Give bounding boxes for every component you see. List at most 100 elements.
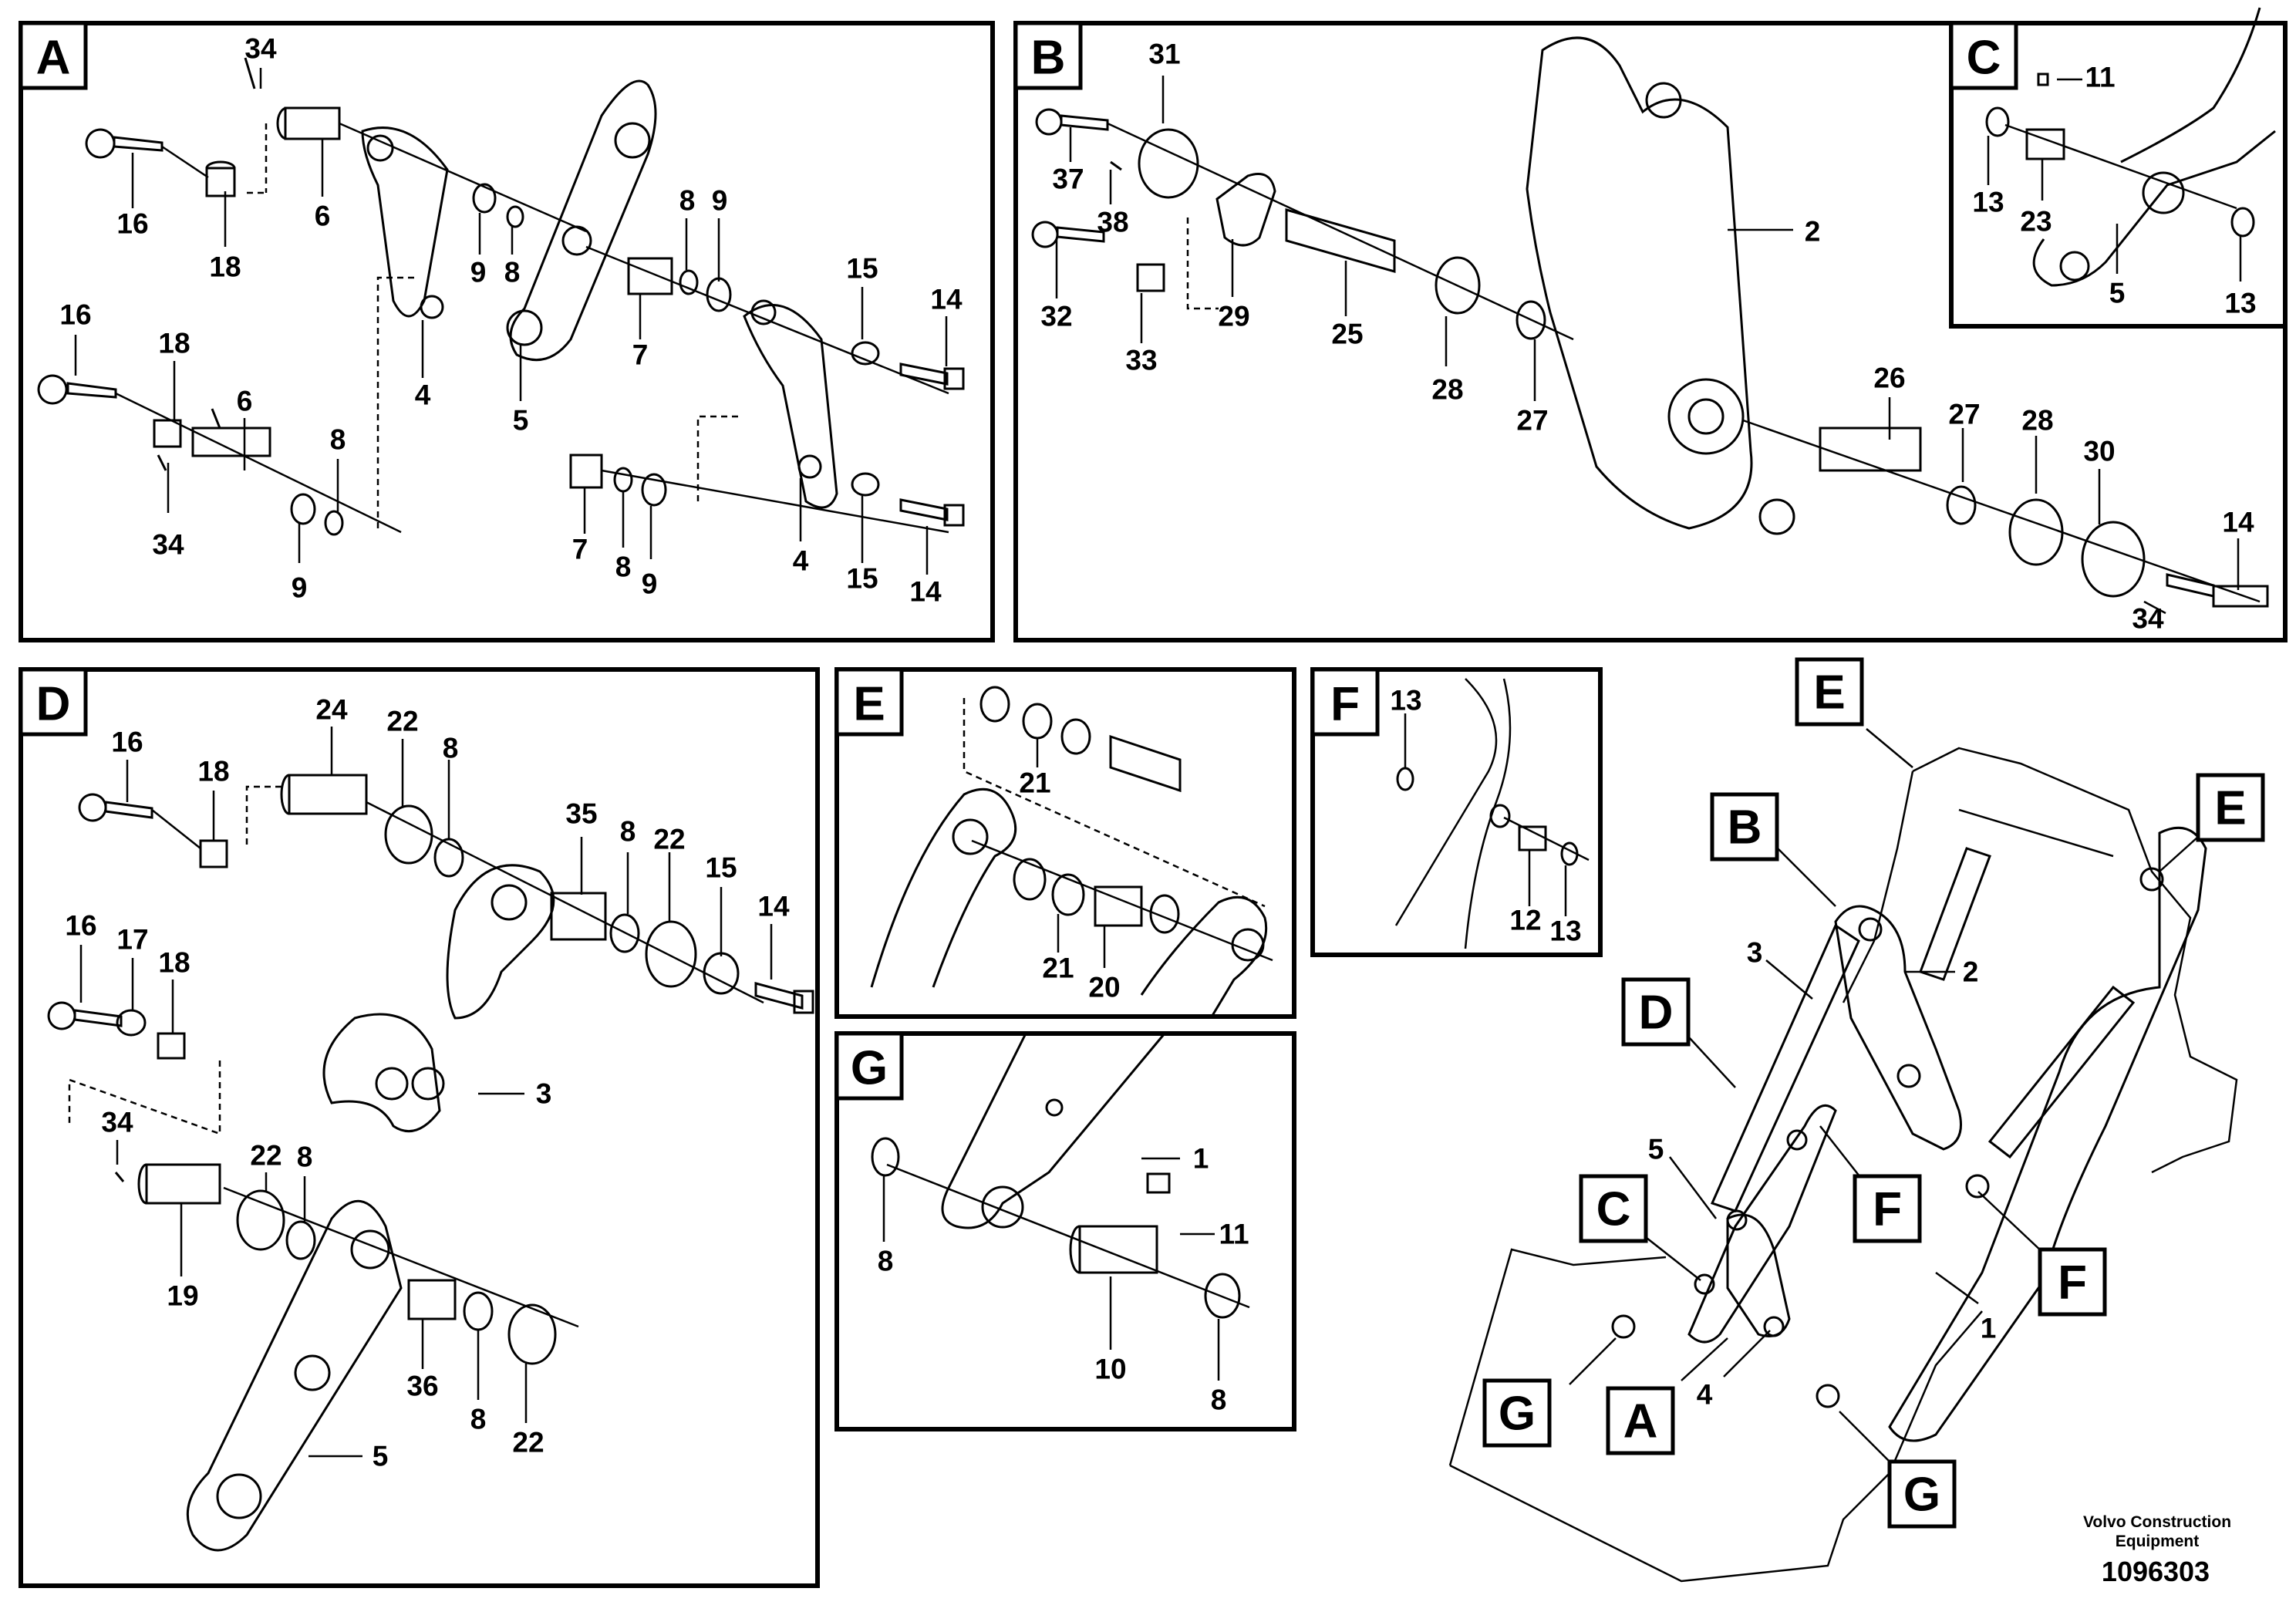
overview-tag-a: A: [1623, 1395, 1658, 1448]
cotter-34-upper: [244, 57, 256, 89]
ring-8-lower2: [613, 467, 633, 493]
bolt-14-upper: [899, 363, 965, 390]
callout-a-14: 14: [930, 284, 963, 315]
cotter-34-lower: [157, 454, 167, 471]
bolt-14-b: [2212, 585, 2269, 608]
panel-d: D: [19, 667, 820, 1588]
pin-26: [1819, 427, 1922, 472]
panel-f-tag: F: [1330, 678, 1360, 731]
callout-d-34: 34: [101, 1107, 133, 1138]
link-4-lower: [743, 304, 838, 509]
callout-e-21b: 21: [1042, 953, 1074, 984]
callout-b-33: 33: [1125, 345, 1157, 376]
callout-a-9c: 9: [292, 572, 308, 604]
tilt-cylinder: [1919, 847, 1991, 981]
callout-d-18b: 18: [158, 947, 190, 979]
washer-9-upper: [472, 183, 497, 214]
overview-callout-3: 3: [1747, 937, 1763, 969]
callout-f-13: 13: [1390, 685, 1421, 717]
callout-c-23: 23: [2020, 206, 2052, 238]
washer-17: [116, 1009, 147, 1037]
panel-d-tag: D: [36, 678, 71, 731]
callout-g-10: 10: [1094, 1354, 1126, 1385]
arm-1-g: [941, 1033, 1166, 1229]
ring-21-top: [1022, 703, 1053, 740]
ring-e-mid1: [1013, 858, 1047, 901]
bushing-20: [1094, 885, 1143, 927]
bolt-16-upper: [85, 128, 164, 159]
callout-b-29: 29: [1218, 301, 1249, 332]
pin-19: [137, 1163, 221, 1205]
callout-e-20: 20: [1088, 972, 1120, 1003]
overview-tag-f-right: F: [2058, 1256, 2087, 1310]
overview-tag-d: D: [1639, 986, 1674, 1040]
callout-d-8c: 8: [297, 1141, 313, 1173]
callout-g-11: 11: [1219, 1219, 1249, 1250]
lever-5-c: [2032, 7, 2276, 287]
ring-28-upper: [1435, 256, 1481, 315]
bucket-pivot: [1611, 1314, 1636, 1339]
overview-callout-4: 4: [1697, 1379, 1713, 1411]
overview-callout-2: 2: [1963, 956, 1979, 988]
callout-b-26: 26: [1873, 363, 1905, 394]
callout-b-2: 2: [1805, 216, 1821, 248]
overview-tag-c: C: [1596, 1183, 1631, 1236]
bushing-33: [1136, 263, 1165, 292]
ring-8-g-left: [871, 1137, 900, 1177]
callout-b-14: 14: [2222, 507, 2254, 538]
callout-d-19: 19: [167, 1280, 198, 1312]
callout-a-8b: 8: [679, 185, 696, 217]
overview-tag-b: B: [1728, 801, 1762, 855]
callout-g-8: 8: [878, 1246, 894, 1277]
callout-a-16b: 16: [59, 299, 91, 331]
pin-24: [280, 774, 368, 815]
arm-e-left: [870, 787, 1017, 988]
bushing-12: [1518, 825, 1547, 851]
washer-15-lower: [851, 472, 880, 497]
panel-a-tag: A: [36, 32, 71, 85]
callout-d-14: 14: [757, 891, 790, 922]
washer-15-upper: [851, 341, 880, 366]
washer-9-mid: [706, 277, 732, 312]
overview-callout-5: 5: [1648, 1134, 1664, 1165]
panel-e-tag: E: [853, 678, 885, 731]
callout-a-14b: 14: [909, 576, 942, 608]
ring-21-mid: [1051, 873, 1085, 916]
callout-d-24: 24: [315, 694, 348, 726]
callout-d-17: 17: [116, 924, 148, 956]
bolt-37: [1035, 108, 1109, 136]
overview-tag-g-right: G: [1903, 1469, 1940, 1522]
ring-22-d-bottom: [507, 1303, 557, 1365]
callout-e-21: 21: [1019, 767, 1050, 799]
callout-a-8: 8: [504, 257, 521, 288]
callout-a-4b: 4: [793, 545, 809, 577]
bolt-16-d-upper: [78, 793, 153, 822]
plate-30: [2081, 521, 2146, 598]
callout-a-8d: 8: [615, 551, 632, 583]
ring-27-lower: [1946, 485, 1977, 525]
boss-f: [1489, 804, 1511, 828]
callout-b-28: 28: [1431, 374, 1463, 406]
callout-a-15: 15: [846, 253, 878, 285]
callout-c-13: 13: [1972, 187, 2004, 218]
callout-a-6: 6: [315, 201, 331, 232]
pin-38: [1110, 160, 1122, 171]
callout-d-22c: 22: [250, 1140, 282, 1172]
callout-a-34b: 34: [152, 529, 184, 561]
callout-g-1: 1: [1193, 1143, 1209, 1175]
overview-tag-g-left: G: [1499, 1388, 1536, 1441]
bolt-16-d-lower: [47, 1001, 123, 1030]
ring-8-g-right: [1204, 1273, 1241, 1319]
callout-a-15b: 15: [846, 563, 878, 595]
callout-d-16b: 16: [65, 910, 96, 942]
callout-a-6b: 6: [237, 386, 253, 417]
callout-b-34: 34: [2132, 603, 2164, 635]
callout-b-37: 37: [1052, 164, 1084, 195]
callout-c-5: 5: [2109, 278, 2126, 309]
callout-f-12: 12: [1509, 905, 1541, 936]
footer-doc-number: 1096303: [2102, 1556, 2210, 1587]
ring-8-d-lower: [285, 1220, 316, 1260]
callout-d-8d: 8: [470, 1404, 487, 1435]
bushing-10: [1069, 1225, 1158, 1274]
panel-b: B: [1013, 21, 2288, 642]
